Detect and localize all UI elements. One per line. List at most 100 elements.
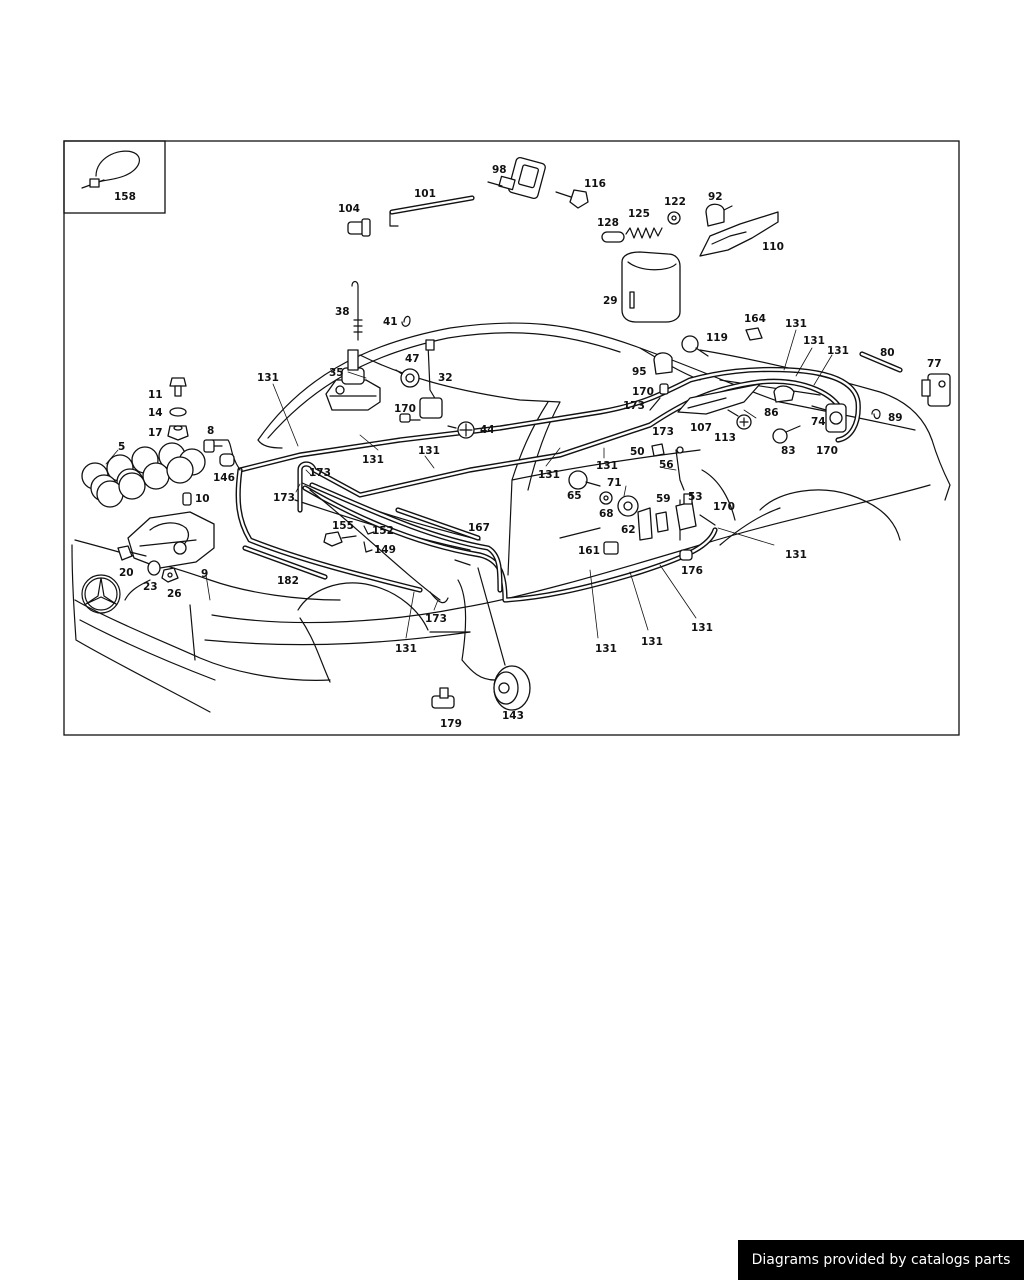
label-14: 14 [148, 407, 163, 419]
part-122-washer [667, 211, 681, 225]
part-128-bushing [601, 231, 625, 243]
part-32-linkage [419, 339, 443, 419]
label-8: 8 [207, 425, 214, 437]
rod-167-inner [396, 508, 480, 540]
car-body-outline [71, 322, 951, 713]
label-23: 23 [143, 581, 158, 593]
rod-182-inner [243, 546, 327, 579]
cable-tie-icon [81, 150, 140, 189]
label-56: 56 [659, 459, 674, 471]
part-104-plug [347, 218, 371, 237]
label-179: 179 [440, 718, 462, 730]
part-170-connector-2 [659, 383, 669, 395]
label-26: 26 [167, 588, 182, 600]
part-56-bracket [675, 446, 685, 491]
watermark-banner: Diagrams provided by catalogs parts [738, 1240, 1024, 1280]
label-113: 113 [714, 432, 736, 444]
label-101: 101 [414, 188, 436, 200]
part-176-connector [679, 549, 693, 561]
part-26-nut [161, 567, 179, 583]
label-35: 35 [329, 367, 344, 379]
part-95-grommet [653, 352, 673, 375]
label-95: 95 [632, 366, 647, 378]
label-161: 161 [578, 545, 600, 557]
label-5: 5 [118, 441, 125, 453]
part-74-valve [811, 403, 847, 433]
label-104: 104 [338, 203, 360, 215]
label-32: 32 [438, 372, 453, 384]
part-50-clip [651, 443, 665, 457]
label-131-e: 131 [362, 454, 384, 466]
label-10: 10 [195, 493, 210, 505]
vacuum-line-network [211, 366, 861, 666]
part-146-plug [219, 453, 235, 467]
label-131-d: 131 [257, 372, 279, 384]
part-47-grommet [395, 368, 420, 388]
label-122: 122 [664, 196, 686, 208]
label-173-c: 173 [309, 467, 331, 479]
part-179-plug [431, 687, 455, 709]
label-44: 44 [480, 424, 495, 436]
label-77: 77 [927, 358, 942, 370]
label-50: 50 [630, 446, 645, 458]
part-35-valve-unit [325, 349, 381, 411]
part-71-washer [599, 491, 613, 505]
label-68: 68 [599, 508, 614, 520]
part-20-bolt [117, 545, 147, 561]
label-125: 125 [628, 208, 650, 220]
label-131-f: 131 [418, 445, 440, 457]
label-119: 119 [706, 332, 728, 344]
label-71: 71 [607, 477, 622, 489]
label-170-d: 170 [713, 501, 735, 513]
label-107: 107 [690, 422, 712, 434]
label-167: 167 [468, 522, 490, 534]
part-101-rod [389, 195, 475, 227]
label-173-b: 173 [652, 426, 674, 438]
label-131-c: 131 [827, 345, 849, 357]
part-116-screw [555, 189, 589, 209]
part-11-bolt [169, 377, 187, 397]
part-65-screw [568, 470, 601, 490]
part-68-gear [617, 495, 639, 517]
part-8-fitting [203, 439, 223, 453]
label-9: 9 [201, 568, 208, 580]
diagram-frame [63, 140, 960, 736]
label-170-a: 170 [632, 386, 654, 398]
part-155-screw [323, 531, 357, 547]
label-128: 128 [597, 217, 619, 229]
part-149-clip [363, 541, 373, 553]
mercedes-star-icon [81, 574, 121, 614]
part-110-lever [699, 211, 779, 257]
label-170-c: 170 [816, 445, 838, 457]
part-152-clip [363, 525, 375, 535]
label-182: 182 [277, 575, 299, 587]
part-161-clip [603, 541, 619, 555]
part-107-bracket [677, 383, 761, 415]
label-29: 29 [603, 295, 618, 307]
part-9-vacuum-pump [127, 511, 215, 569]
label-131-l: 131 [595, 643, 617, 655]
label-74: 74 [811, 416, 826, 428]
part-44-screw [447, 421, 475, 439]
part-113-screw [727, 409, 752, 430]
label-47: 47 [405, 353, 420, 365]
part-92-knob [705, 203, 733, 227]
label-92: 92 [708, 191, 723, 203]
part-5-ball-pack [81, 442, 206, 508]
label-131-j: 131 [691, 622, 713, 634]
label-86: 86 [764, 407, 779, 419]
part-17-nut [167, 425, 189, 441]
label-20: 20 [119, 567, 134, 579]
part-125-spring [625, 227, 663, 239]
label-173-d: 173 [273, 492, 295, 504]
label-131-g: 131 [538, 469, 560, 481]
part-119-valve [681, 335, 709, 357]
label-131-a: 131 [785, 318, 807, 330]
label-131-k: 131 [641, 636, 663, 648]
part-10-sleeve [182, 492, 192, 506]
part-83-screw [772, 425, 801, 444]
label-131-b: 131 [803, 335, 825, 347]
part-86-grommet [773, 385, 795, 403]
label-11: 11 [148, 389, 163, 401]
